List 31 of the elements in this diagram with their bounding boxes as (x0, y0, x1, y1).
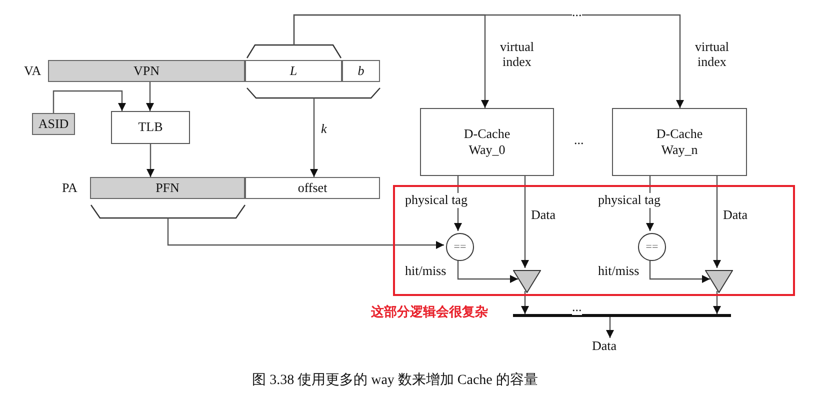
bus-line (513, 314, 731, 317)
process-box: D-Cache Way_n (612, 108, 747, 176)
arrow (713, 291, 721, 314)
arrow (649, 259, 710, 283)
figure-caption: 图 3.38 使用更多的 way 数来增加 Cache 的容量 (251, 371, 539, 389)
multiplexer-triangle (513, 270, 541, 293)
arrow (167, 218, 444, 249)
arrow (521, 176, 529, 268)
address-field: b (342, 60, 380, 82)
address-field: offset (245, 177, 380, 199)
edge-label: physical tag (597, 193, 662, 208)
arrow (146, 144, 154, 177)
address-field: VPN (48, 60, 245, 82)
annotation-text: 这部分逻辑会很复杂 (371, 304, 488, 321)
arrow (521, 291, 529, 314)
comparator-circle: == (638, 233, 666, 261)
arrow (310, 98, 318, 177)
arrow (457, 259, 518, 283)
comparator-circle: == (446, 233, 474, 261)
address-field: PFN (90, 177, 245, 199)
process-box: D-Cache Way_0 (420, 108, 554, 176)
arrow (146, 82, 154, 111)
arrow (52, 90, 126, 113)
multiplexer-triangle (705, 270, 733, 293)
address-field: ASID (32, 113, 75, 135)
arrow (293, 14, 684, 108)
arrow (713, 176, 721, 268)
address-field: L (245, 60, 342, 82)
edge-label: physical tag (404, 193, 468, 208)
process-box: TLB (111, 111, 190, 144)
arrow (606, 317, 614, 338)
